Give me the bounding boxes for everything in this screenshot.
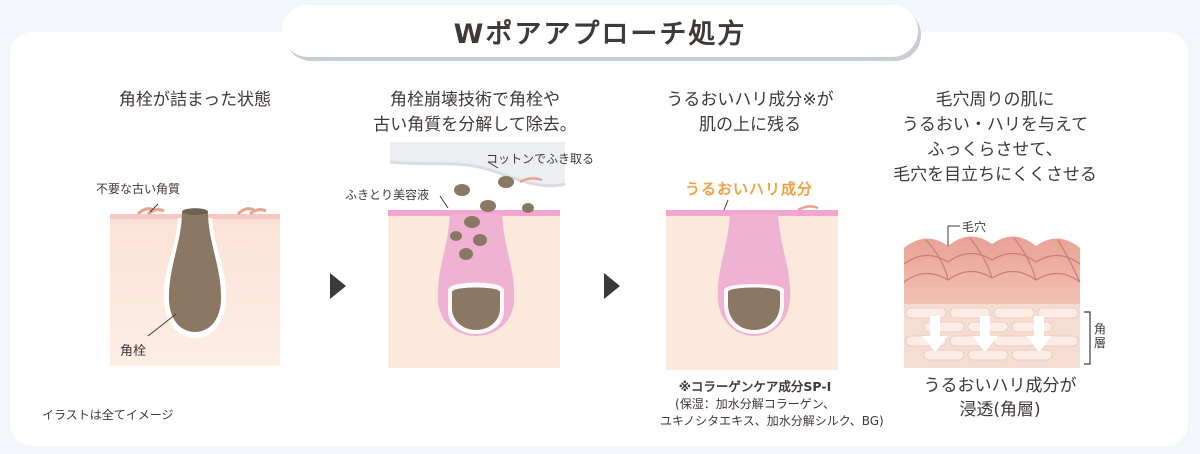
step4-illustration (903, 225, 1091, 368)
keratin-plug (168, 209, 222, 332)
step3-heading: うるおいハリ成分※が 肌の上に残る (630, 88, 870, 138)
step4-heading-line: うるおい・ハリを与えて (901, 115, 1089, 135)
step1-heading-line: 角栓が詰まった状態 (118, 90, 272, 110)
keratin-flake (236, 207, 255, 216)
step3-illustration (666, 199, 838, 370)
step3-note: ※コラーゲンケア成分SP-Ⅰ (保湿：加水分解コラーゲン、 ユキノシタエキス、加… (660, 378, 884, 430)
step3-component-label: うるおいハリ成分 (685, 180, 814, 198)
step1-illustration (110, 203, 280, 366)
page-title: Wポアアプローチ処方 (282, 5, 918, 57)
step4-heading-line: ふっくらさせて、 (927, 140, 1063, 160)
step4-bottom-line: うるおいハリ成分が (923, 376, 1077, 396)
play-arrow-icon (604, 273, 620, 299)
debris-particle (464, 216, 480, 228)
footnote: イラストは全てイメージ (42, 408, 174, 422)
debris-particle (473, 234, 487, 246)
cotton-pad (390, 142, 565, 186)
skin-surface (904, 236, 1080, 312)
step4-bottom-text: うるおいハリ成分が 浸透(角層) (880, 374, 1120, 422)
keratin-flake (249, 208, 267, 216)
keratin-flake (147, 208, 165, 216)
step3-note-title: ※コラーゲンケア成分SP-Ⅰ (678, 379, 832, 394)
debris-particle (480, 200, 496, 212)
step4-heading-line: 毛穴周りの肌に (935, 90, 1055, 110)
debris-particle (454, 184, 470, 196)
step4-bottom-line: 浸透(角層) (959, 400, 1041, 420)
step4-heading: 毛穴周りの肌に うるおい・ハリを与えて ふっくらさせて、 毛穴を目立ちにくくさせ… (870, 88, 1120, 188)
step1-label-old-keratin: 不要な古い角質 (96, 182, 181, 196)
debris-particle (450, 231, 462, 241)
step4-label-layer: 角 層 (1094, 322, 1107, 350)
step2-label-serum: ふきとり美容液 (345, 188, 430, 202)
play-arrow-icon (330, 273, 346, 299)
keratin-plug-remnant (452, 287, 500, 330)
step3-note-line: (保湿：加水分解コラーゲン、 (675, 397, 835, 411)
keratin-plug-remnant (728, 287, 780, 330)
step1-label-plug: 角栓 (120, 344, 147, 359)
step2-label-cotton: コットンでふき取る (486, 152, 595, 166)
step2-heading-line: 古い角質を分解して除去。 (373, 115, 577, 135)
step3-note-line: ユキノシタエキス、加水分解シルク、BG) (660, 414, 884, 428)
step2-heading-line: 角栓崩壊技術で角栓や (390, 90, 560, 110)
step2-illustration (388, 142, 566, 368)
step3-heading-line: 肌の上に残る (699, 115, 801, 135)
debris-particle (498, 176, 514, 188)
step2-heading: 角栓崩壊技術で角栓や 古い角質を分解して除去。 (350, 88, 600, 138)
step3-heading-line: うるおいハリ成分※が (666, 90, 834, 110)
step4-heading-line: 毛穴を目立ちにくくさせる (893, 165, 1097, 185)
debris-particle (522, 203, 534, 213)
debris-particle (459, 248, 473, 260)
down-arrow-icon (922, 316, 1052, 352)
step1-heading: 角栓が詰まった状態 (80, 88, 310, 113)
step4-label-pore: 毛穴 (962, 220, 987, 234)
